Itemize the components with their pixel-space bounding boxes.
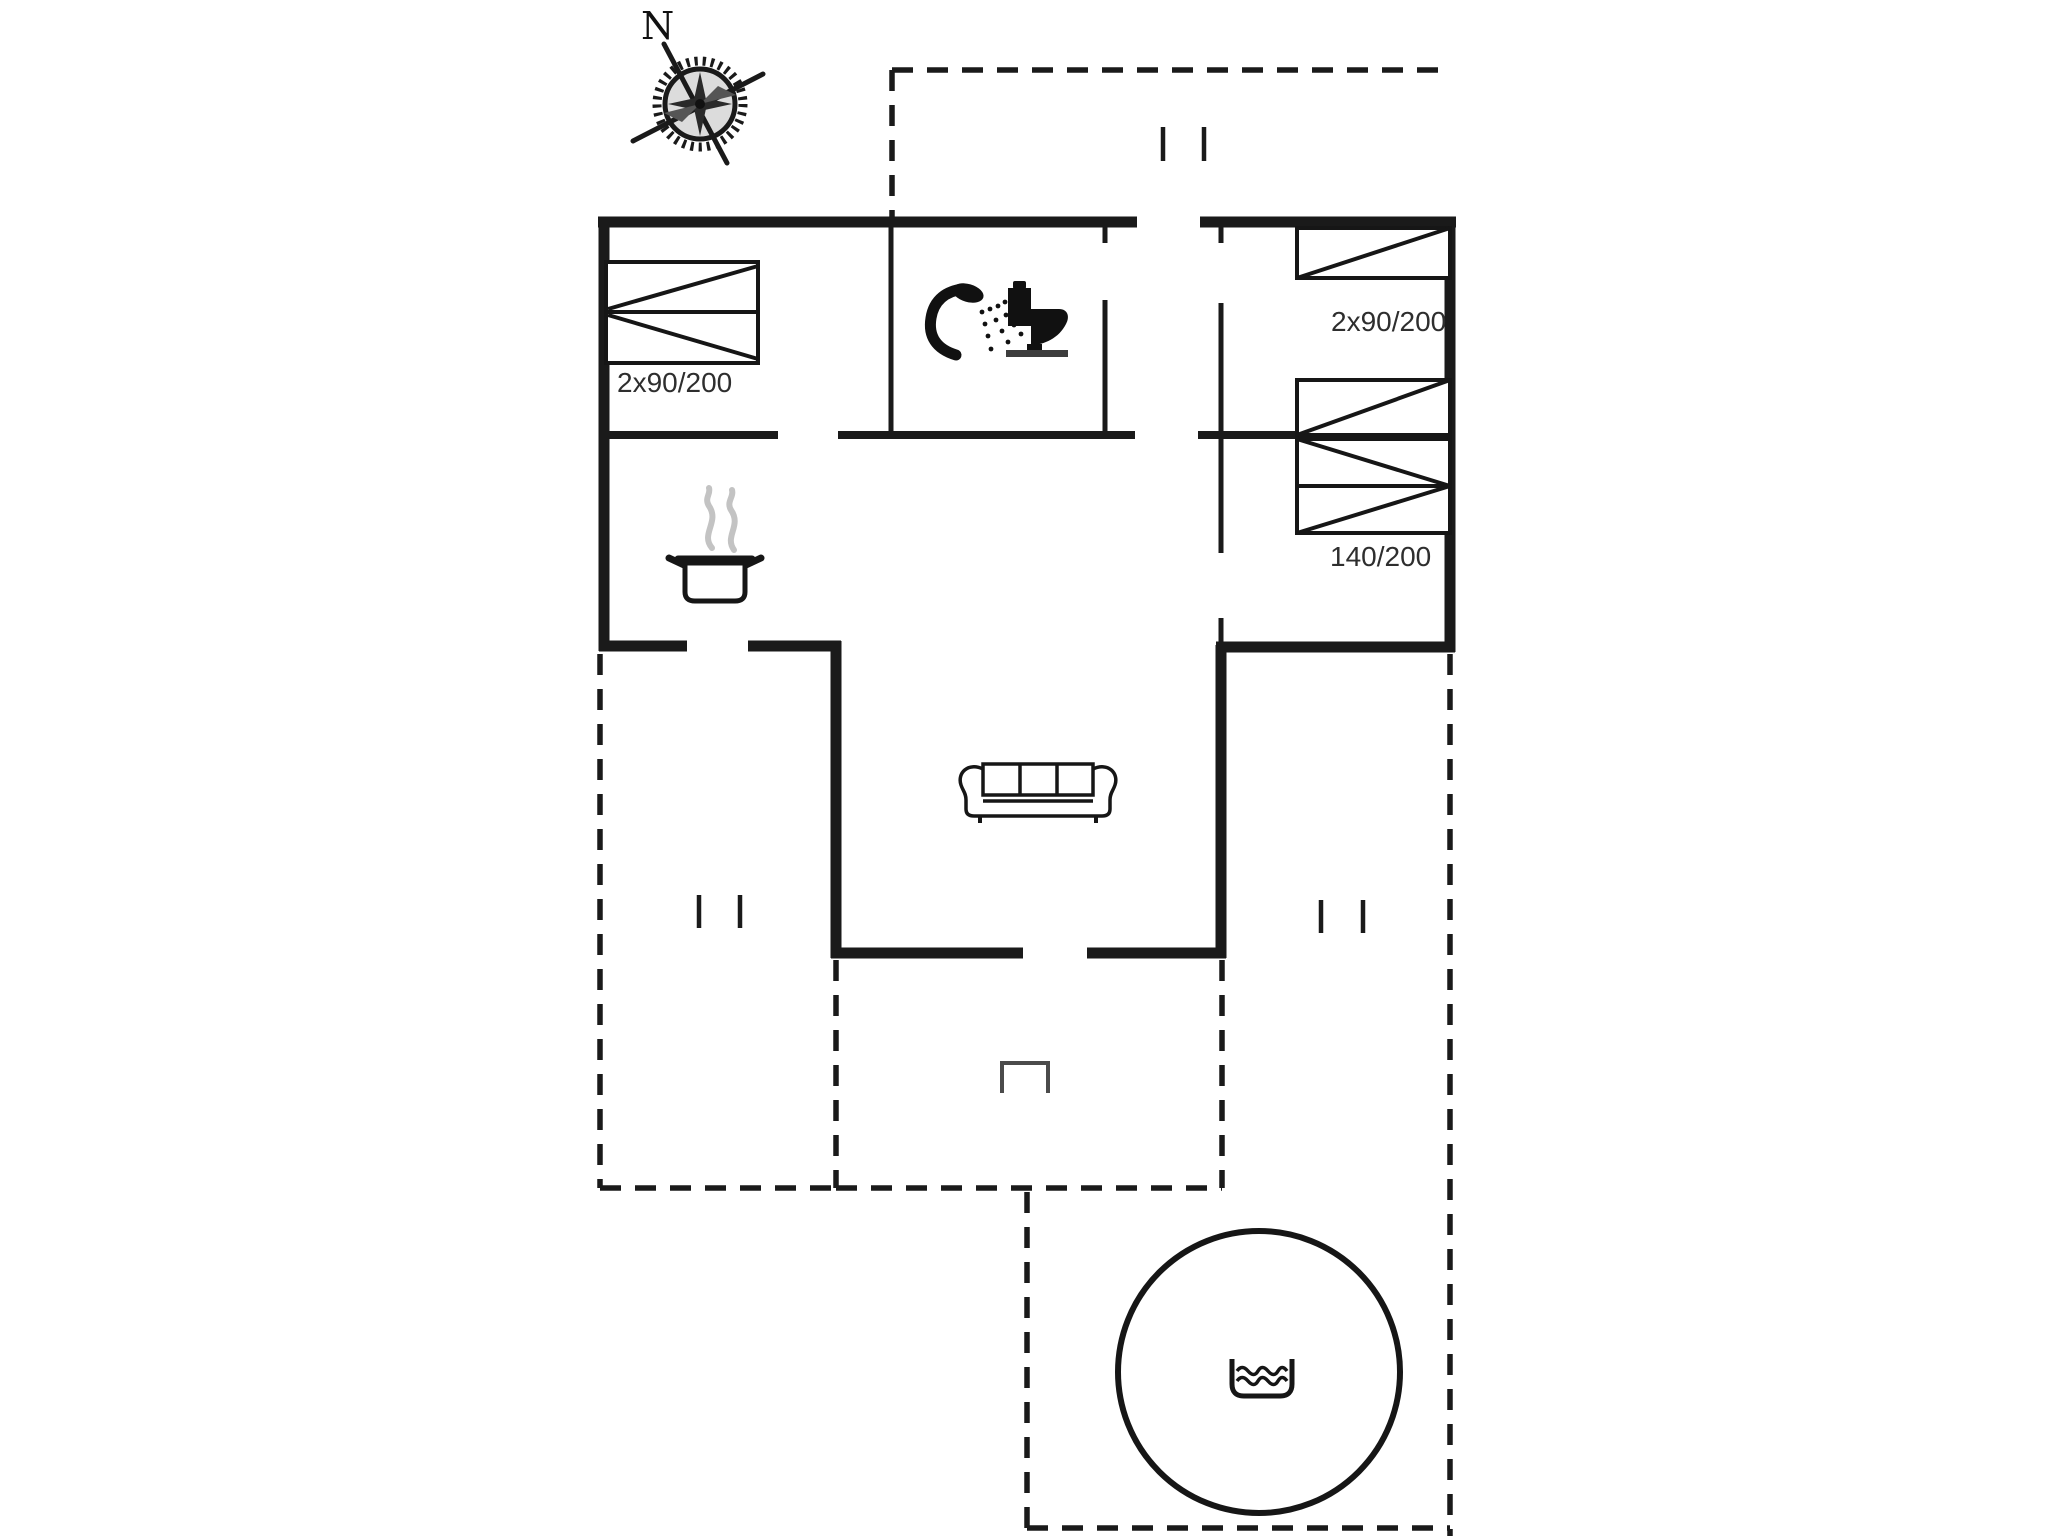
window-tick-icon <box>1318 900 1366 933</box>
terrace-middle <box>833 960 1225 1191</box>
bed-left-bedroom <box>604 260 760 365</box>
compass-rose-icon: N <box>630 4 766 166</box>
terrace-hot-tub <box>1024 1192 1450 1531</box>
right-bottom-bedroom-bed-label: 140/200 <box>1330 541 1431 572</box>
terrace-outlines <box>597 67 1453 1536</box>
bed-right-bottom-bedroom <box>1295 437 1452 535</box>
left-bedroom-bed-label: 2x90/200 <box>617 367 732 398</box>
window-tick-icon <box>1160 127 1207 161</box>
bed-labels: 2x90/200 2x90/200 140/200 <box>617 306 1446 572</box>
door-threshold-icon <box>1000 1061 1050 1093</box>
bed-right-top-bedroom-b <box>1295 378 1452 437</box>
terrace-top <box>889 67 1450 218</box>
compass-north-label: N <box>641 4 674 48</box>
cooking-pot-steam-icon <box>665 485 765 604</box>
hot-tub-icon <box>1115 1228 1403 1516</box>
window-tick-icon <box>696 895 743 928</box>
water-waves-icon <box>1229 1359 1295 1399</box>
beds <box>604 226 1452 535</box>
interior-walls <box>888 222 1224 651</box>
bed-right-top-bedroom-a <box>1295 226 1452 280</box>
steam <box>726 487 738 553</box>
opening-markers <box>696 127 1366 933</box>
sofa-icon <box>958 762 1118 823</box>
terrace-left <box>597 654 836 1191</box>
steam <box>704 485 716 551</box>
toilet-icon <box>1006 281 1068 357</box>
right-top-bedroom-bed-label: 2x90/200 <box>1331 306 1446 337</box>
